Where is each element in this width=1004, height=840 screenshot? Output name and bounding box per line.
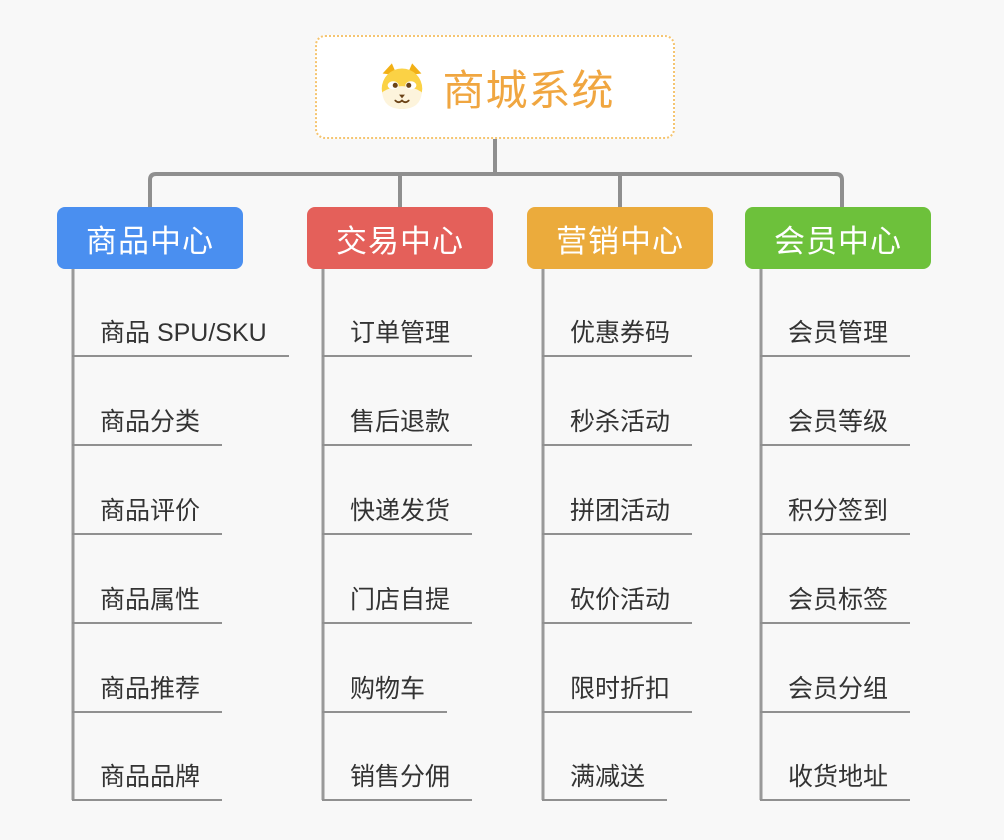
leaf-node[interactable]: 会员分组 (760, 672, 911, 713)
leaf-node[interactable]: 商品推荐 (72, 672, 223, 713)
leaf-node[interactable]: 商品分类 (72, 405, 223, 446)
leaf-node[interactable]: 拼团活动 (542, 494, 693, 535)
leaf-node[interactable]: 砍价活动 (542, 583, 693, 624)
leaf-node[interactable]: 会员管理 (760, 316, 911, 357)
leaf-node[interactable]: 售后退款 (322, 405, 473, 446)
leaf-node[interactable]: 满减送 (542, 760, 668, 801)
leaf-node[interactable]: 会员标签 (760, 583, 911, 624)
leaf-node[interactable]: 商品评价 (72, 494, 223, 535)
leaf-node[interactable]: 商品 SPU/SKU (72, 316, 289, 357)
leaf-node[interactable]: 限时折扣 (542, 672, 693, 713)
root-node[interactable]: 商城系统 (315, 35, 675, 139)
leaf-node[interactable]: 商品属性 (72, 583, 223, 624)
leaf-node[interactable]: 会员等级 (760, 405, 911, 446)
branch-label: 交易中心 (336, 223, 464, 259)
leaf-node[interactable]: 商品品牌 (72, 760, 223, 801)
leaf-node[interactable]: 快递发货 (322, 494, 473, 535)
leaf-node[interactable]: 门店自提 (322, 583, 473, 624)
bus-line (148, 172, 844, 208)
branch-label: 会员中心 (774, 223, 902, 259)
leaf-node[interactable]: 秒杀活动 (542, 405, 693, 446)
leaf-node[interactable]: 购物车 (322, 672, 448, 713)
branch-label: 营销中心 (556, 223, 684, 259)
branch-node-member-center[interactable]: 会员中心 (745, 207, 931, 269)
leaf-node[interactable]: 收货地址 (760, 760, 911, 801)
leaf-node[interactable]: 销售分佣 (322, 760, 473, 801)
branch-node-product-center[interactable]: 商品中心 (57, 207, 243, 269)
branch-label: 商品中心 (86, 223, 214, 259)
leaf-node[interactable]: 优惠券码 (542, 316, 693, 357)
branch-node-trade-center[interactable]: 交易中心 (307, 207, 493, 269)
dog-face-icon (382, 63, 423, 109)
leaf-node[interactable]: 订单管理 (322, 316, 473, 357)
branch-node-marketing-center[interactable]: 营销中心 (527, 207, 713, 269)
leaf-node[interactable]: 积分签到 (760, 494, 911, 535)
root-title: 商城系统 (442, 66, 615, 114)
